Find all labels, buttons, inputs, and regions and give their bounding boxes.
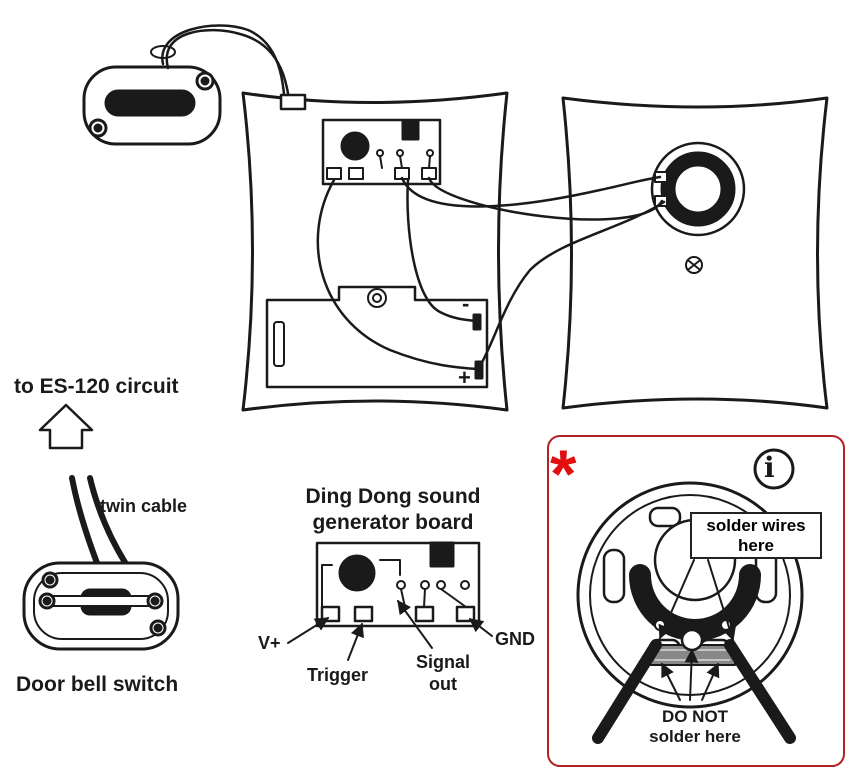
signal-line1: Signal (415, 652, 470, 672)
info-icon: i (764, 451, 775, 484)
trigger-label: Trigger (307, 665, 369, 685)
battery-plus-label: + (458, 365, 471, 390)
twin-cable-label: twin cable (100, 496, 188, 516)
chime-board (321, 118, 442, 186)
battery-minus-label: - (462, 291, 470, 316)
info-icon-ring (753, 448, 795, 490)
asterisk-icon: * (550, 436, 577, 512)
do-not-solder-label: DO NOT solder here (630, 707, 760, 746)
top-doorbell-switch (82, 65, 222, 146)
door-bell-switch-label: Door bell switch (16, 673, 179, 696)
gnd-label: GND (495, 629, 535, 649)
board-title-line1: Ding Dong sound (305, 485, 481, 508)
to-circuit-label: to ES-120 circuit (14, 375, 179, 398)
battery-compartment (265, 285, 489, 389)
board-title: Ding Dong sound generator board (283, 485, 503, 534)
sound-generator-board (315, 541, 481, 628)
solder-wires-callout: solder wires here (690, 512, 822, 560)
signal-out-label: Signal out (408, 652, 478, 695)
board-title-line2: generator board (312, 511, 474, 535)
donot-line2: solder here (649, 726, 741, 746)
v-plus-label: V+ (258, 633, 281, 653)
signal-line2: out (429, 673, 457, 694)
solder-line1: solder wires (706, 516, 806, 535)
door-bell-switch (22, 475, 180, 651)
speaker-housing-right (561, 96, 829, 410)
donot-line1: DO NOT (661, 707, 729, 726)
solder-line2: here (738, 535, 774, 555)
up-arrow-icon (38, 403, 94, 450)
